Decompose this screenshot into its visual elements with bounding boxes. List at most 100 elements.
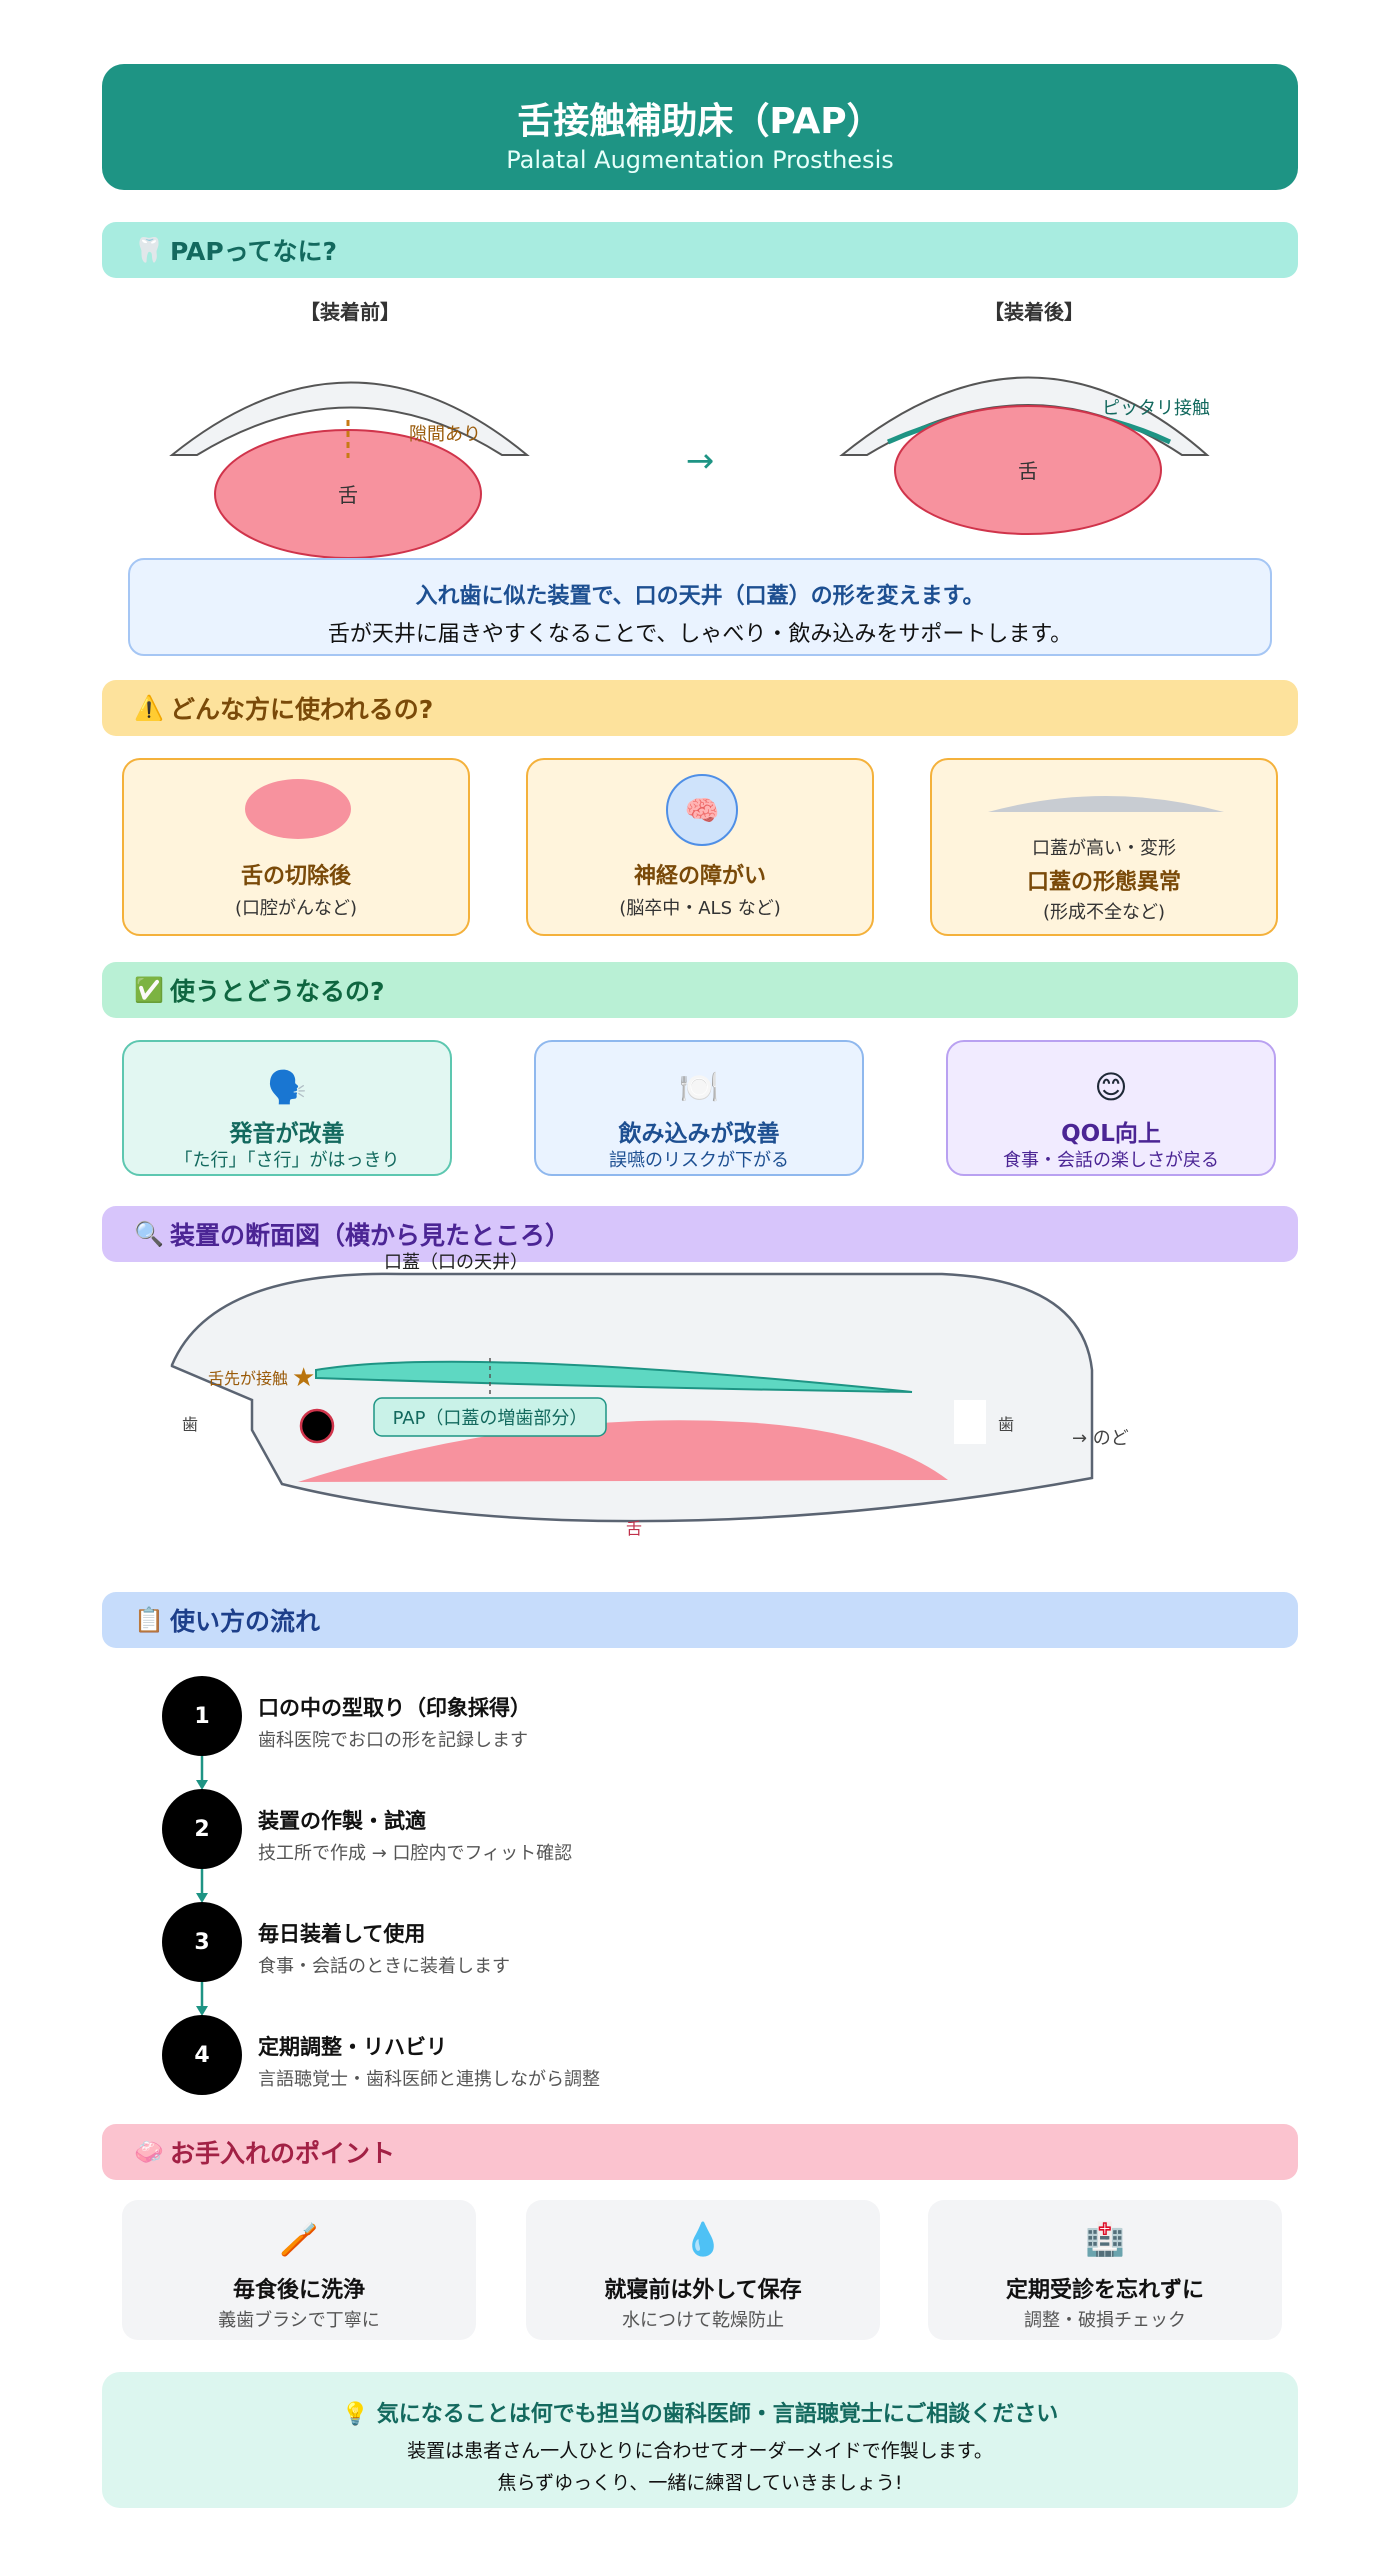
plate-icon: 🍽️ xyxy=(679,1068,719,1106)
tooth-icon: 🦷 xyxy=(134,236,164,264)
arrow-icon: → xyxy=(686,441,715,481)
section-cross-section: 🔍 装置の断面図（横から見たところ） xyxy=(102,1206,1298,1262)
step-title-4: 定期調整・リハビリ xyxy=(258,2035,447,2059)
care-sub: 調整・破損チェック xyxy=(1024,2310,1186,2331)
droplet-icon: 💧 xyxy=(683,2220,723,2258)
care-sub: 水につけて乾燥防止 xyxy=(622,2310,784,2331)
gap-label: 隙間あり xyxy=(409,424,481,445)
user-card-title: 神経の障がい xyxy=(633,864,766,889)
before-label: 【装着前】 xyxy=(300,300,400,324)
tongue-after xyxy=(894,405,1162,535)
effect-card-speech: 🗣️ 発音が改善 「た行」「さ行」がはっきり xyxy=(122,1040,452,1176)
back-teeth-label: 歯 xyxy=(998,1415,1014,1434)
palate-label: 口蓋（口の天井） xyxy=(384,1252,528,1273)
step-desc-1: 歯科医院でお口の形を記録します xyxy=(258,1730,528,1751)
check-icon: ✅ xyxy=(134,976,164,1004)
section-title: お手入れのポイント xyxy=(170,2139,396,2168)
section-title: どんな方に使われるの? xyxy=(170,695,434,724)
care-card-visit: 🏥 定期受診を忘れずに 調整・破損チェック xyxy=(928,2200,1282,2340)
user-card-palate: 口蓋が高い・変形 口蓋の形態異常 (形成不全など) xyxy=(930,758,1278,936)
soap-icon: 🧼 xyxy=(134,2138,164,2166)
effect-title: 飲み込みが改善 xyxy=(618,1121,780,1147)
user-card-sub: (口腔がんなど) xyxy=(234,898,358,919)
tongue-label: 舌 xyxy=(626,1519,642,1538)
user-card-nerve: 🧠 神経の障がい (脳卒中・ALS など) xyxy=(526,758,874,936)
section-title: 使い方の流れ xyxy=(170,1607,321,1636)
tongue-before-label: 舌 xyxy=(338,483,358,507)
title-banner: 舌接触補助床（PAP） Palatal Augmentation Prosthe… xyxy=(102,64,1298,190)
throat-label: → のど xyxy=(1072,1428,1129,1449)
mouth-outline xyxy=(170,1272,1094,1523)
section-title: PAPってなに? xyxy=(170,237,337,266)
care-card-wash: 🪥 毎食後に洗浄 義歯ブラシで丁寧に xyxy=(122,2200,476,2340)
info-line-2: 舌が天井に届きやすくなることで、しゃべり・飲み込みをサポートします。 xyxy=(327,622,1073,647)
tongue-shape-icon xyxy=(245,779,351,839)
section-care: 🧼 お手入れのポイント xyxy=(102,2124,1298,2180)
footer-line-2: 装置は患者さん一人ひとりに合わせてオーダーメイドで作製します。 xyxy=(407,2440,993,2462)
palate-before xyxy=(169,381,530,456)
effect-card-qol: 😊 QOL向上 食事・会話の楽しさが戻る xyxy=(946,1040,1276,1176)
section-title: 装置の断面図（横から見たところ） xyxy=(170,1221,571,1250)
hospital-icon: 🏥 xyxy=(1085,2220,1125,2258)
after-label: 【装着後】 xyxy=(984,300,1084,324)
user-card-sub: (脳卒中・ALS など) xyxy=(619,898,781,919)
user-card-title: 舌の切除後 xyxy=(240,864,351,889)
care-title: 毎食後に洗浄 xyxy=(232,2278,365,2303)
effect-title: 発音が改善 xyxy=(229,1121,345,1147)
step-title-3: 毎日装着して使用 xyxy=(258,1922,426,1946)
step-desc-2: 技工所で作成 → 口腔内でフィット確認 xyxy=(258,1843,573,1864)
section-effects: ✅ 使うとどうなるの? xyxy=(102,962,1298,1018)
high-palate-icon xyxy=(988,796,1224,812)
magnifier-icon: 🔍 xyxy=(134,1220,164,1248)
footer-line-1: 💡 気になることは何でも担当の歯科医師・言語聴覚士にご相談ください xyxy=(341,2402,1059,2427)
info-box: 入れ歯に似た装置で、口の天井（口蓋）の形を変えます。 舌が天井に届きやすくなるこ… xyxy=(128,558,1272,656)
toothbrush-icon: 🪥 xyxy=(279,2220,319,2258)
user-card-pre: 口蓋が高い・変形 xyxy=(1032,838,1176,859)
effect-sub: 誤嚥のリスクが下がる xyxy=(609,1150,789,1171)
effect-sub: 「た行」「さ行」がはっきり xyxy=(174,1150,400,1171)
step-title-2: 装置の作製・試適 xyxy=(258,1809,426,1833)
brain-icon: 🧠 xyxy=(666,774,738,846)
footer-line-3: 焦らずゆっくり、一緒に練習していきましょう! xyxy=(497,2472,903,2494)
speaking-icon: 🗣️ xyxy=(267,1068,307,1106)
user-card-sub: (形成不全など) xyxy=(1042,902,1166,923)
clipboard-icon: 📋 xyxy=(134,1606,164,1634)
page-subtitle: Palatal Augmentation Prosthesis xyxy=(506,146,894,174)
step-number-4: 4 xyxy=(162,2015,242,2095)
front-teeth-label: 歯 xyxy=(182,1415,198,1434)
care-title: 就寝前は外して保存 xyxy=(604,2278,802,2303)
step-connectors xyxy=(196,1750,208,2016)
effect-sub: 食事・会話の楽しさが戻る xyxy=(1003,1150,1219,1171)
section-flow: 📋 使い方の流れ xyxy=(102,1592,1298,1648)
care-card-store: 💧 就寝前は外して保存 水につけて乾燥防止 xyxy=(526,2200,880,2340)
step-number-2: 2 xyxy=(162,1789,242,1869)
warning-icon: ⚠️ xyxy=(134,694,164,722)
section-what: 🦷 PAPってなに? xyxy=(102,222,1298,278)
footer-box: 💡 気になることは何でも担当の歯科医師・言語聴覚士にご相談ください 装置は患者さ… xyxy=(102,2372,1298,2508)
cross-section-diagram: ★ 口蓋（口の天井） 舌先が接触 PAP（口蓋の増歯部分） 歯 歯 → のど 舌 xyxy=(170,1252,1129,1538)
pap-label-box xyxy=(373,1397,607,1437)
tongue-after-label: 舌 xyxy=(1018,459,1038,483)
comparison-diagram: 舌 隙間あり → 舌 ピッタリ接触 xyxy=(169,376,1210,559)
care-sub: 義歯ブラシで丁寧に xyxy=(218,2310,380,2331)
step-desc-4: 言語聴覚士・歯科医師と連携しながら調整 xyxy=(258,2069,600,2090)
section-title: 使うとどうなるの? xyxy=(170,977,385,1006)
front-teeth-dot xyxy=(299,1408,335,1444)
info-line-1: 入れ歯に似た装置で、口の天井（口蓋）の形を変えます。 xyxy=(415,584,985,609)
star-icon: ★ xyxy=(292,1363,315,1393)
page-title: 舌接触補助床（PAP） xyxy=(517,101,883,142)
back-teeth-block xyxy=(954,1400,986,1444)
contact-label: ピッタリ接触 xyxy=(1102,398,1210,419)
care-title: 定期受診を忘れずに xyxy=(1005,2278,1204,2303)
tip-contact-label: 舌先が接触 xyxy=(208,1369,288,1388)
effect-title: QOL向上 xyxy=(1061,1121,1161,1147)
effect-card-swallow: 🍽️ 飲み込みが改善 誤嚥のリスクが下がる xyxy=(534,1040,864,1176)
step-number-1: 1 xyxy=(162,1676,242,1756)
user-card-title: 口蓋の形態異常 xyxy=(1026,870,1181,895)
step-number-3: 3 xyxy=(162,1902,242,1982)
step-desc-3: 食事・会話のときに装着します xyxy=(258,1956,510,1977)
pap-label: PAP（口蓋の増歯部分） xyxy=(393,1408,588,1429)
user-card-tongue: 舌の切除後 (口腔がんなど) xyxy=(122,758,470,936)
smile-icon: 😊 xyxy=(1094,1068,1128,1106)
section-who: ⚠️ どんな方に使われるの? xyxy=(102,680,1298,736)
